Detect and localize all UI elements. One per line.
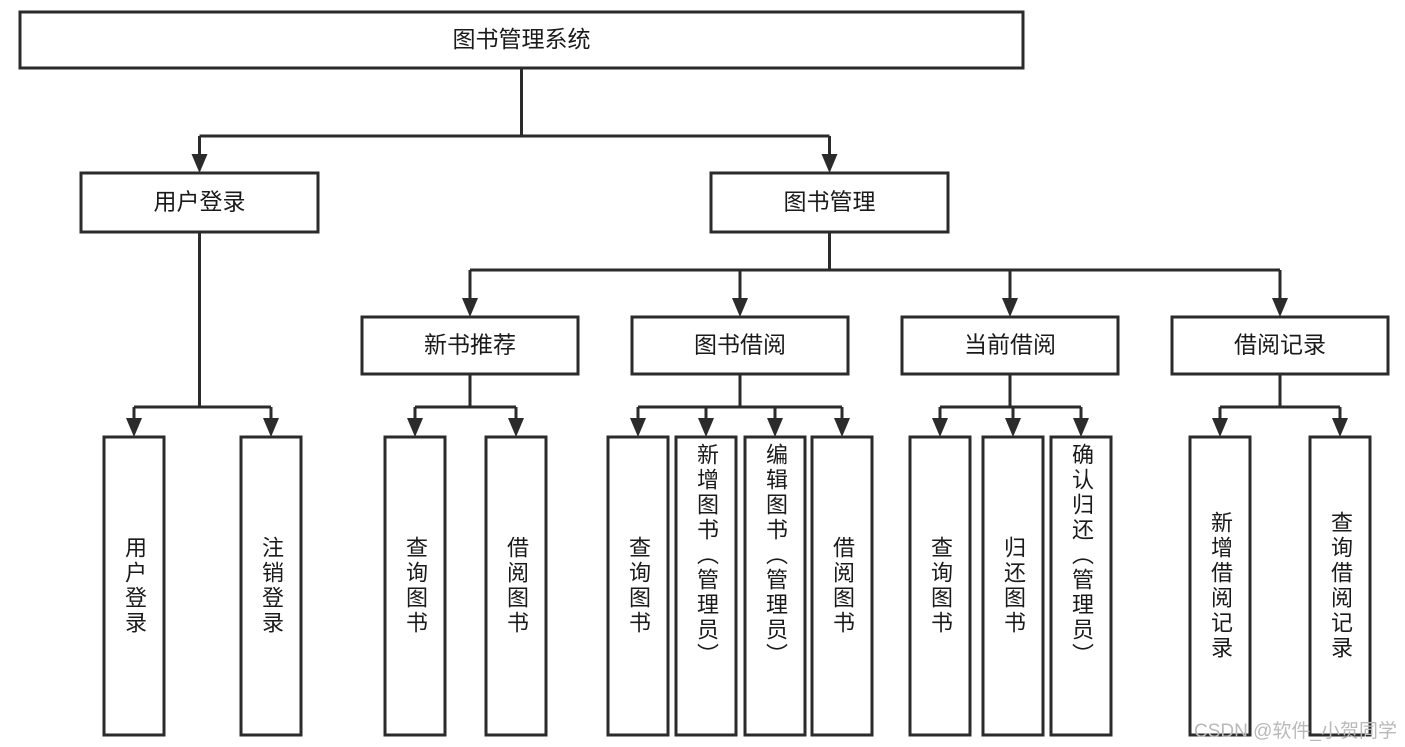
node-box-level3-2[interactable]	[900, 315, 1120, 376]
node-label-level3-2: 当前借阅	[964, 332, 1056, 358]
leaf-box-6[interactable]	[743, 435, 807, 737]
leaf-box-5[interactable]	[674, 435, 738, 737]
node-label-level2-0: 用户登录	[154, 189, 246, 215]
leaf-box-9[interactable]	[981, 435, 1045, 737]
leaf-box-2[interactable]	[383, 435, 447, 737]
arrow-head-icon	[1212, 418, 1228, 437]
node-box-level2-0[interactable]	[79, 171, 320, 234]
node-label-level3-3: 借阅记录	[1234, 332, 1326, 358]
arrow-head-icon	[767, 418, 783, 437]
arrow-head-icon	[1005, 418, 1021, 437]
leaf-box-4[interactable]	[606, 435, 670, 737]
arrow-head-icon	[732, 298, 748, 317]
arrow-head-icon	[630, 418, 646, 437]
leaf-box-7[interactable]	[810, 435, 874, 737]
leaf-box-10[interactable]	[1049, 435, 1113, 737]
leaf-box-11[interactable]	[1188, 435, 1252, 737]
arrow-head-icon	[407, 418, 423, 437]
arrow-head-icon	[1332, 418, 1348, 437]
arrow-head-icon	[1272, 298, 1288, 317]
arrow-head-icon	[1002, 298, 1018, 317]
watermark-text: CSDN @软件_小贺同学	[1194, 721, 1397, 742]
arrow-head-icon	[932, 418, 948, 437]
leaf-box-12[interactable]	[1308, 435, 1372, 737]
leaf-box-0[interactable]	[102, 435, 166, 737]
arrow-head-icon	[191, 154, 208, 173]
node-box-root[interactable]	[18, 10, 1025, 70]
arrow-head-icon	[508, 418, 524, 437]
arrow-head-icon	[698, 418, 714, 437]
arrow-head-icon	[263, 418, 279, 437]
connector-layer	[126, 68, 1348, 437]
arrow-head-icon	[126, 418, 142, 437]
node-label-root: 图书管理系统	[453, 26, 591, 52]
node-label-level3-0: 新书推荐	[424, 332, 516, 358]
arrow-head-icon	[821, 154, 838, 173]
node-box-level3-1[interactable]	[630, 315, 850, 376]
arrow-head-icon	[834, 418, 850, 437]
node-box-level3-3[interactable]	[1170, 315, 1390, 376]
leaf-box-3[interactable]	[484, 435, 548, 737]
node-box-level2-1[interactable]	[709, 171, 950, 234]
node-label-level2-1: 图书管理	[784, 189, 876, 215]
leaf-box-1[interactable]	[239, 435, 303, 737]
arrow-head-icon	[462, 298, 478, 317]
arrow-head-icon	[1073, 418, 1089, 437]
leaf-box-8[interactable]	[908, 435, 972, 737]
box-layer	[18, 10, 1390, 737]
node-box-level3-0[interactable]	[360, 315, 580, 376]
node-label-level3-1: 图书借阅	[694, 332, 786, 358]
